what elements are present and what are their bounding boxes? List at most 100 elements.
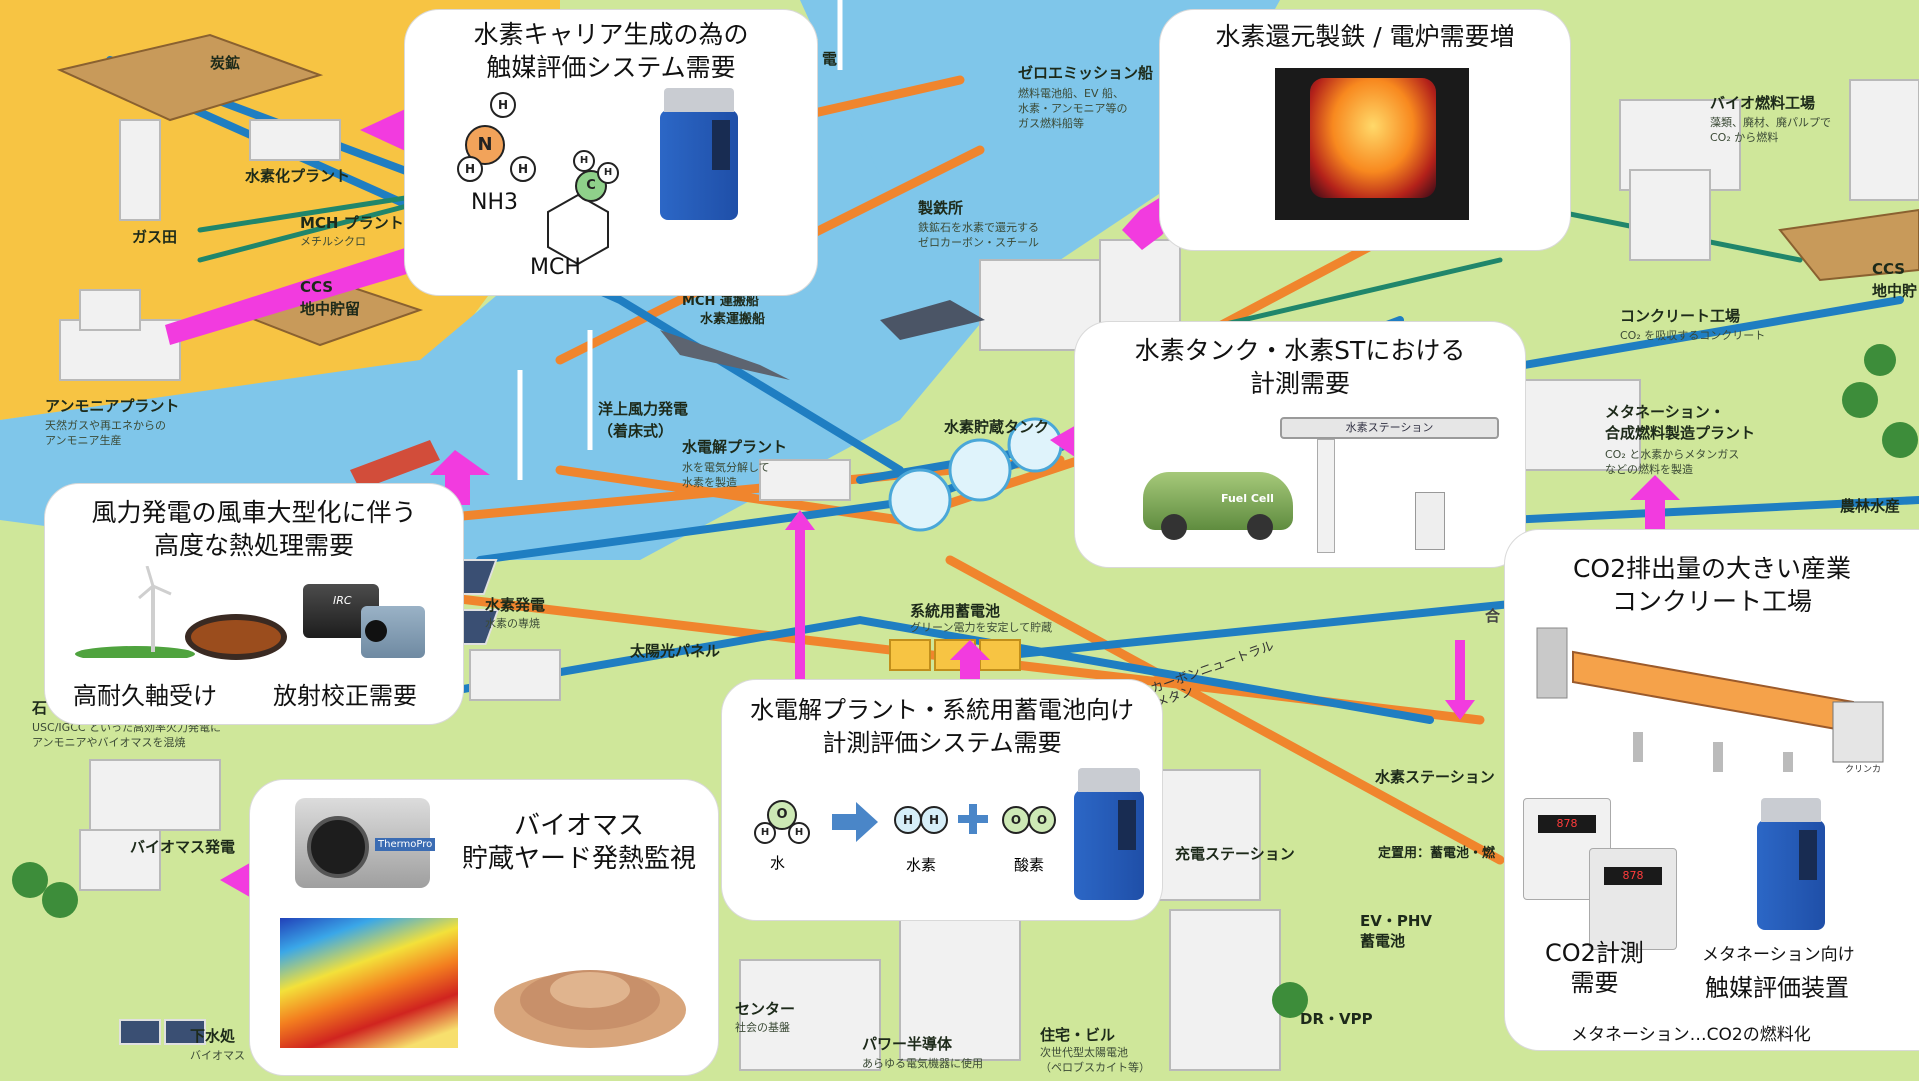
label-bearing: 高耐久軸受け [73,682,217,710]
label-hydrogen-power-sub: 水素の専焼 [485,617,540,630]
arrow-right-icon [832,802,878,842]
thermal-image [280,918,458,1048]
label-electrolysis-plant-sub: 水を電気分解して 水素を製造 [682,461,770,489]
camera-brand: ThermoPro [375,838,436,851]
label-steelworks-sub: 鉄鉱石を水素で還元する ゼロカーボン・スチール [918,221,1039,249]
label-ev-phv-sub: 蓄電池 [1360,932,1406,950]
label-hydrogen-power: 水素発電 [485,596,546,614]
atom-h-icon: H [754,822,776,844]
grid-battery-units [889,639,1021,671]
label-power-partial: 電 [822,50,838,68]
card-wind-title: 風力発電の風車大型化に伴う 高度な熱処理需要 [91,498,417,560]
plus-icon [958,804,988,834]
label-biomass-power: バイオマス発電 [130,838,236,856]
label-hydrogen-tank: 水素貯蔵タンク [944,418,1050,436]
label-concrete-plant: コンクリート工場 [1620,307,1741,325]
measurement-device-icon [1074,768,1144,900]
camera-brand: IRC [333,594,352,607]
label-methanation-footer: メタネーション…CO2の燃料化 [1571,1025,1811,1045]
station-pillar [1317,439,1335,553]
label-ammonia-plant-sub: 天然ガスや再エネからの アンモニア生産 [45,419,166,447]
atom-h-icon: H [490,92,516,118]
card-electrolysis-evaluation: 水電解プラント・系統用蓄電池向け 計測評価システム需要 O H H 水 H H … [722,680,1162,920]
label-gas-field: ガス田 [132,228,178,246]
wood-chip-pile-icon [494,970,686,1048]
label-coal-power-sub: USC/IGCC といった高効率火力発電に アンモニアやバイオマスを混焼 [32,721,222,749]
label-coal-mine: 炭鉱 [210,54,241,72]
card-co2-title: CO2排出量の大きい産業 コンクリート工場 [1572,554,1852,616]
trees [12,344,1918,1018]
label-charging-station: 充電ステーション [1175,845,1295,863]
atom-h-icon: H [920,806,948,834]
label-gou: 合 [1485,607,1501,625]
station-canopy: 水素ステーション [1280,417,1499,439]
coal-mine-pit [56,33,324,122]
card-electrolysis-title: 水電解プラント・系統用蓄電池向け 計測評価システム需要 [750,696,1134,757]
label-mch-plant-sub: メチルシクロ [300,235,366,248]
label-methanation-plant: メタネーション・ 合成燃料製造プラント [1605,403,1756,442]
atom-h-icon: H [573,150,595,172]
label-electrolysis-plant: 水電解プラント [682,438,788,456]
label-hydrogenation-plant: 水素化プラント [245,167,351,185]
offshore-wind-turbines [517,0,843,480]
hydrogen-tank-spheres [888,417,1063,532]
card-biomass-monitoring: バイオマス 貯蔵ヤード発熱監視 ThermoPro [250,780,718,1075]
label-bio-fuel-sub: 藻類、廃材、廃パルプで CO₂ から燃料 [1710,116,1831,144]
card-catalyst-title: 水素キャリア生成の為の 触媒評価システム需要 [473,20,749,82]
thermal-furnace-image [1275,68,1469,220]
atom-h-icon: H [788,822,810,844]
label-methanation-for: メタネーション向け [1702,945,1855,965]
label-offshore-wind-sub: （着床式） [598,422,674,440]
atom-h-icon: H [597,162,619,184]
atom-o-icon: O [1028,806,1056,834]
catalyst-evaluation-device-icon [660,88,738,220]
label-solar: 太陽光パネル [630,642,721,660]
wind-turbine-icon [75,566,195,658]
label-hydrogen-carrier: 水素運搬船 [700,312,766,327]
label-power-semiconductor: パワー半導体 [862,1035,953,1053]
ccs-pit-right [1778,208,1919,282]
label-hydrogen: 水素 [906,856,937,874]
label-radiation-calibration: 放射校正需要 [273,682,417,710]
label-catalyst-device: 触媒評価装置 [1705,974,1849,1002]
co2-meter-icon: 878 [1589,848,1677,950]
label-offshore-wind: 洋上風力発電 [598,400,689,418]
label-coal-power-prefix: 石 [32,699,48,717]
label-oxygen: 酸素 [1014,856,1045,874]
label-methanation-plant-sub: CO₂ と水素からメタンガス などの燃料を製造 [1605,448,1740,476]
card-co2-concrete: CO2排出量の大きい産業 コンクリート工場 クリンカ 878 878 CO2計測… [1505,530,1919,1050]
card-biomass-title: バイオマス 貯蔵ヤード発熱監視 [461,811,696,874]
cement-kiln-icon [1536,627,1884,772]
ships [350,300,985,490]
meter-display: 878 [1538,815,1596,833]
fuel-cell-car-icon: Fuel Cell [1143,472,1293,540]
dispenser-icon [1415,492,1445,550]
card-steel-title: 水素還元製鉄 / 電炉需要増 [1215,22,1515,51]
label-zero-emission-ship-sub: 燃料電池船、EV 船、 水素・アンモニア等の ガス燃料船等 [1018,87,1128,130]
label-bio-fuel: バイオ燃料工場 [1710,94,1816,112]
atom-h-icon: H [894,806,922,834]
label-mch-plant: MCH プラント [300,214,404,232]
card-hydrogen-tank-measurement: 水素タンク・水素STにおける 計測需要 水素ステーション Fuel Cell [1075,322,1525,567]
label-ccs-left: CCS [300,278,334,296]
label-sewage: 下水処 [190,1027,236,1045]
label-ccs-right: CCS [1872,260,1906,278]
label-concrete-plant-sub: CO₂ を吸収するコンクリート [1620,329,1766,342]
sea-area [0,40,1100,560]
label-mch: MCH [530,255,581,280]
label-datacenter-sub: 社会の基盤 [735,1021,790,1034]
label-dr-vpp: DR・VPP [1300,1010,1373,1028]
label-steelworks: 製鉄所 [918,199,964,217]
atom-h-icon: H [457,156,483,182]
bearing-icon [185,614,287,660]
card-catalyst-evaluation: 水素キャリア生成の為の 触媒評価システム需要 H N H H NH3 C H H… [405,10,817,295]
label-grid-battery: 系統用蓄電池 [910,602,1001,620]
catalyst-evaluation-device-icon [1757,798,1825,930]
card-wind-heat-treatment: 風力発電の風車大型化に伴う 高度な熱処理需要 IRC 高耐久軸受け 放射校正需要 [45,484,463,724]
label-power-semiconductor-sub: あらゆる電気機器に使用 [862,1057,983,1070]
label-datacenter: センター [735,1000,796,1018]
label-housing: 住宅・ビル [1040,1026,1116,1044]
ir-camera-blue-icon [361,606,425,658]
card-hydrogen-tank-title: 水素タンク・水素STにおける 計測需要 [1134,336,1466,398]
label-grid-battery-sub: グリーン電力を安定して貯蔵 [910,621,1053,634]
